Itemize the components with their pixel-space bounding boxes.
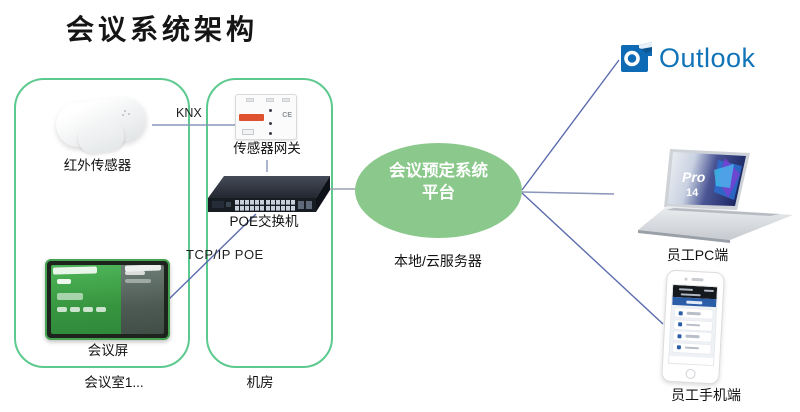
sensor-label: 红外传感器 [63, 158, 132, 173]
svg-text:Pro: Pro [682, 169, 706, 185]
phone-home-button [685, 368, 696, 380]
sensor-dome [76, 119, 126, 155]
page-title: 会议系统架构 [66, 14, 259, 45]
sensor-gateway-image: CE [235, 94, 297, 140]
phone-speaker [691, 277, 704, 281]
poe-switch-image [208, 176, 330, 212]
knx-edge-label: KNX [176, 106, 202, 120]
poe-switch-label: POE交换机 [229, 214, 299, 229]
laptop-image: Pro 14 [638, 149, 793, 243]
gateway-label: 传感器网关 [233, 141, 301, 156]
infrared-sensor-image [52, 94, 150, 156]
line-platform-pc [521, 191, 615, 195]
outlook-node: Outlook [621, 42, 756, 75]
platform-ellipse [355, 143, 522, 238]
tcpip-edge-label: TCP/IP POE [186, 247, 264, 262]
platform-title: 会议预定系统 平台 [389, 162, 488, 203]
gateway-brand-tag [239, 114, 264, 121]
svg-text:14: 14 [686, 187, 699, 199]
employee-pc-label: 员工PC端 [666, 247, 729, 263]
meeting-room-label: 会议室1... [84, 375, 144, 390]
phone-camera [684, 277, 688, 281]
meeting-screen-image [45, 259, 170, 340]
outlook-wordmark: Outlook [659, 43, 756, 73]
outlook-icon [621, 42, 652, 72]
ce-mark: CE [282, 112, 292, 119]
employee-phone-label: 员工手机端 [671, 387, 741, 403]
phone-image [661, 269, 725, 385]
line-platform-outlook [521, 59, 620, 191]
server-room-label: 机房 [246, 375, 274, 390]
meeting-screen-label: 会议屏 [87, 343, 129, 358]
platform-sublabel: 本地/云服务器 [394, 253, 482, 269]
